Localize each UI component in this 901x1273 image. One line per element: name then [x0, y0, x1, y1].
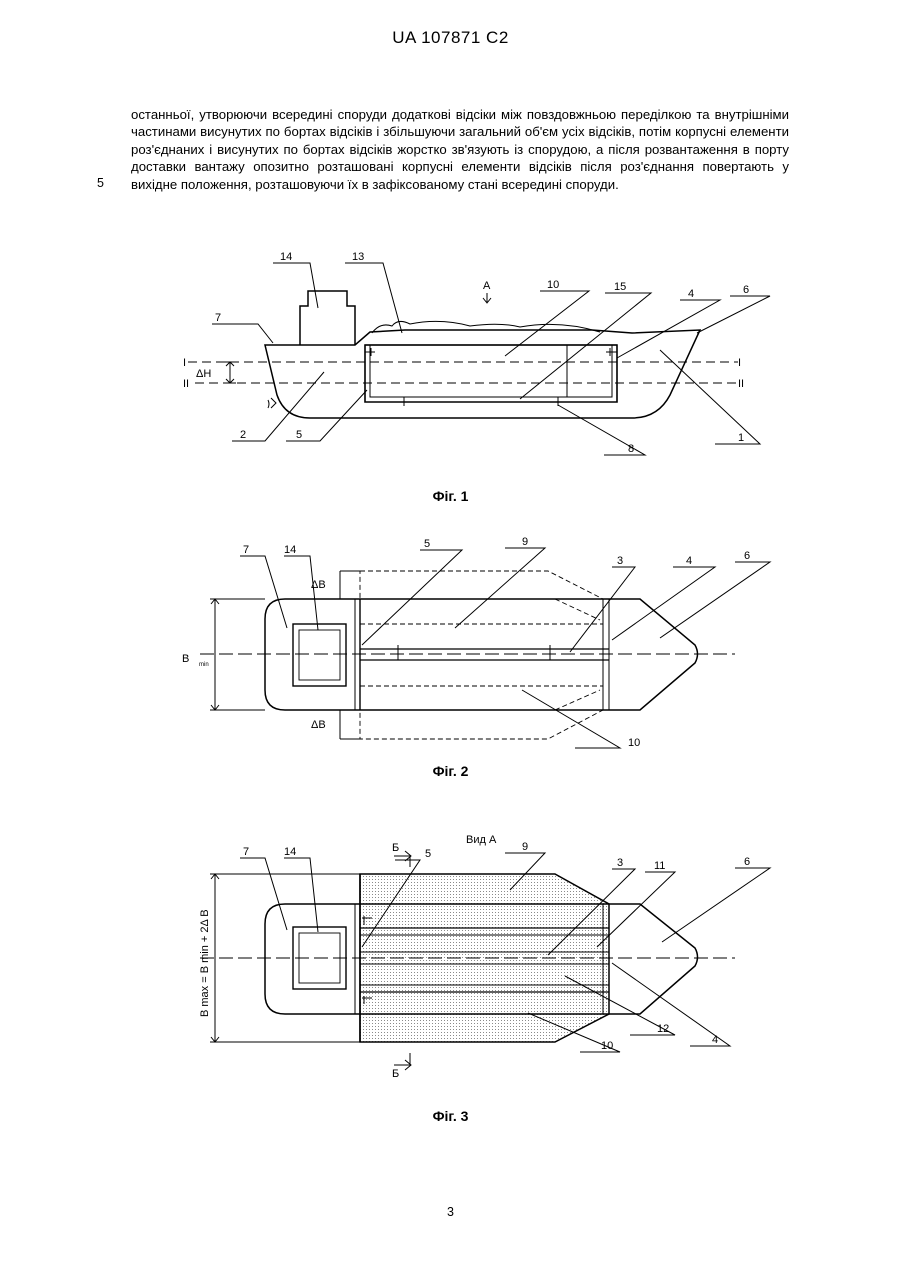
- page-number: 3: [0, 1205, 901, 1219]
- fig3-label-11: 11: [654, 860, 665, 872]
- fig3-label-bmax-formula: B max = B min + 2Δ B: [199, 909, 211, 1017]
- figure-3-drawing: Вид А Б 5 9 3 11 6 7 14 B max = B min + …: [0, 0, 901, 1110]
- fig3-label-12: 12: [657, 1023, 669, 1035]
- fig3-label-7: 7: [243, 846, 249, 858]
- fig3-label-3: 3: [617, 857, 623, 869]
- fig3-label-10: 10: [601, 1040, 613, 1052]
- fig3-label-9: 9: [522, 841, 528, 853]
- figure-3-caption: Фіг. 3: [0, 1108, 901, 1124]
- fig3-label-5: 5: [425, 848, 431, 860]
- fig3-label-6: 6: [744, 856, 750, 868]
- fig3-label-view-a: Вид А: [466, 834, 497, 846]
- fig3-label-4: 4: [712, 1034, 718, 1046]
- fig3-section-b-top: Б: [392, 842, 399, 854]
- fig3-section-b-bottom: Б: [392, 1068, 399, 1080]
- fig3-label-14: 14: [284, 846, 296, 858]
